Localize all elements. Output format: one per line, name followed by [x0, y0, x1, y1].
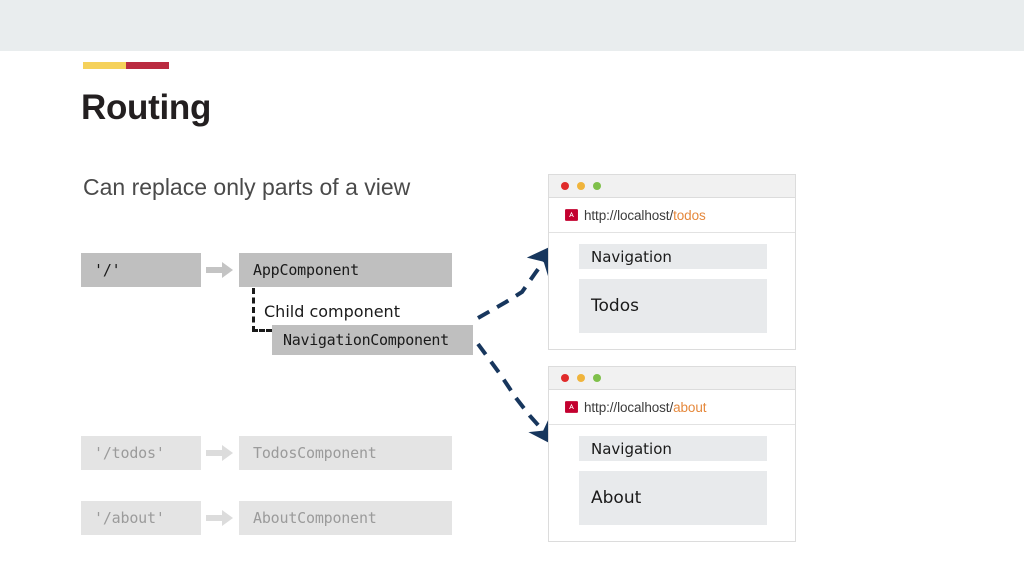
child-component-note: Child component — [264, 302, 400, 321]
maximize-dot-icon[interactable] — [593, 374, 601, 382]
route-path-root: '/' — [81, 253, 201, 287]
url-route-about: about — [673, 399, 707, 415]
route-component-todos: TodosComponent — [239, 436, 452, 470]
browser-window-todos: http://localhost/todos Navigation Todos — [548, 174, 796, 350]
route-component-root: AppComponent — [239, 253, 452, 287]
route-row-root: '/' AppComponent — [81, 253, 452, 287]
close-dot-icon[interactable] — [561, 374, 569, 382]
child-component-box: NavigationComponent — [272, 325, 473, 355]
page-subtitle: Can replace only parts of a view — [83, 174, 411, 200]
route-arrow-icon-todos — [201, 445, 239, 461]
page-title: Routing — [81, 88, 212, 127]
viewport-navigation-panel-todos: Navigation — [579, 244, 767, 269]
address-bar-url-about: http://localhost/about — [584, 399, 707, 415]
address-bar-url-todos: http://localhost/todos — [584, 208, 706, 223]
route-row-todos: '/todos' TodosComponent — [81, 436, 452, 470]
route-path-todos: '/todos' — [81, 436, 201, 470]
accent-bar — [83, 62, 169, 69]
maximize-dot-icon[interactable] — [593, 182, 601, 190]
browser-viewport-about: Navigation About — [549, 425, 795, 541]
child-branch-elbow-line — [252, 329, 272, 332]
viewport-content-panel-about: About — [579, 471, 767, 525]
close-dot-icon[interactable] — [561, 182, 569, 190]
route-row-about: '/about' AboutComponent — [81, 501, 452, 535]
minimize-dot-icon[interactable] — [577, 182, 585, 190]
browser-addressbar-about[interactable]: http://localhost/about — [549, 390, 795, 425]
accent-bar-yellow-segment — [83, 62, 126, 69]
browser-addressbar-todos[interactable]: http://localhost/todos — [549, 198, 795, 233]
angular-logo-icon — [565, 401, 578, 413]
viewport-content-panel-todos: Todos — [579, 279, 767, 333]
viewport-navigation-panel-about: Navigation — [579, 436, 767, 461]
route-component-about: AboutComponent — [239, 501, 452, 535]
accent-bar-red-segment — [126, 62, 169, 69]
browser-titlebar-todos — [549, 175, 795, 198]
route-path-about: '/about' — [81, 501, 201, 535]
browser-titlebar-about — [549, 367, 795, 390]
slide-header-band — [0, 0, 1024, 51]
browser-window-about: http://localhost/about Navigation About — [548, 366, 796, 542]
url-base-todos: http://localhost/ — [584, 207, 674, 223]
angular-logo-icon — [565, 209, 578, 221]
url-base-about: http://localhost/ — [584, 399, 674, 415]
route-arrow-icon-root — [201, 262, 239, 278]
route-arrow-icon-about — [201, 510, 239, 526]
child-branch-vertical-line — [252, 288, 255, 332]
minimize-dot-icon[interactable] — [577, 374, 585, 382]
browser-viewport-todos: Navigation Todos — [549, 233, 795, 349]
url-route-todos: todos — [673, 207, 706, 223]
